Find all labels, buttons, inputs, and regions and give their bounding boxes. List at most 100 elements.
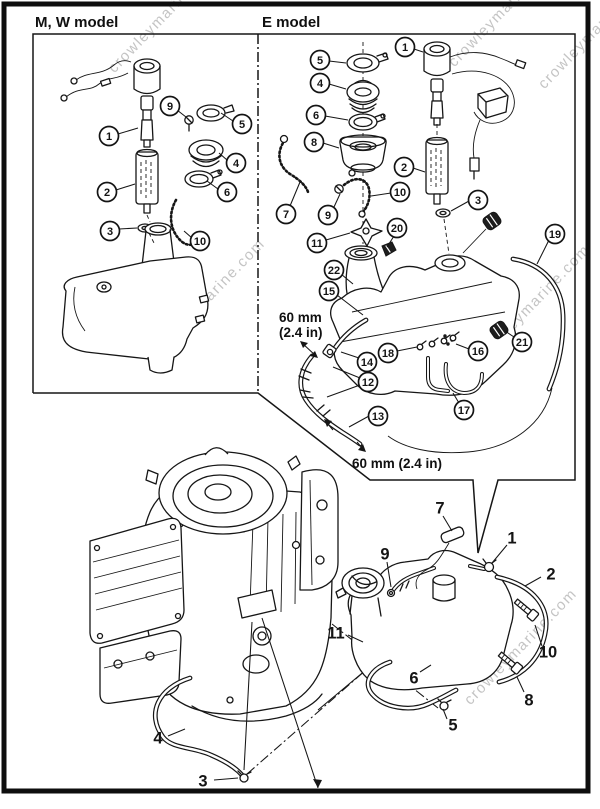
- svg-text:5: 5: [317, 55, 323, 67]
- svg-text:3: 3: [107, 226, 113, 238]
- label-installed-view-2: 2: [546, 566, 555, 584]
- section-outline: [32, 33, 576, 554]
- e-strap: [278, 138, 310, 194]
- callout-e-model-13: 13: [367, 405, 389, 427]
- svg-text:6: 6: [224, 187, 230, 199]
- label-installed-view-9: 9: [380, 546, 389, 564]
- section-boxes: [32, 33, 576, 554]
- callout-e-model-2: 2: [393, 156, 415, 178]
- callout-e-model-6: 6: [305, 104, 327, 126]
- mw-leader-lines: [115, 109, 234, 239]
- svg-text:8: 8: [311, 137, 317, 149]
- svg-text:2: 2: [401, 162, 407, 174]
- svg-text:9: 9: [325, 210, 331, 222]
- svg-text:20: 20: [391, 223, 403, 235]
- svg-text:12: 12: [362, 377, 374, 389]
- callout-e-model-8: 8: [303, 131, 325, 153]
- e-grommet-top: [482, 211, 502, 231]
- installed-leader-lines: [167, 515, 543, 781]
- label-installed-view-6: 6: [409, 670, 418, 688]
- svg-text:3: 3: [475, 195, 481, 207]
- e-cap-assembly: [423, 41, 527, 180]
- fuel-cap: [341, 567, 385, 599]
- callout-e-model-11: 11: [306, 232, 328, 254]
- callout-e-model-16: 16: [467, 340, 489, 362]
- callout-e-model-5: 5: [309, 49, 331, 71]
- e-fuel-filter: [425, 136, 451, 255]
- installed-fuel-tank: [335, 549, 514, 691]
- e-small-parts: [334, 177, 397, 257]
- svg-text:15: 15: [323, 286, 335, 298]
- svg-text:10: 10: [194, 236, 206, 248]
- svg-text:2: 2: [104, 187, 110, 199]
- callout-e-model-15: 15: [318, 280, 340, 302]
- callout-e-model-3: 3: [467, 189, 489, 211]
- svg-text:1: 1: [106, 131, 112, 143]
- label-installed-view-1: 1: [507, 530, 516, 548]
- svg-text:16: 16: [472, 346, 484, 358]
- mw-cap-small-parts: [184, 104, 235, 188]
- svg-text:11: 11: [311, 238, 323, 250]
- e-dimension-lower: 60 mm (2.4 in): [324, 419, 442, 471]
- callout-e-model-21: 21: [511, 331, 533, 353]
- label-installed-view-4: 4: [153, 730, 163, 748]
- bolt-10: [513, 598, 540, 622]
- section-title-mw: M, W model: [35, 14, 118, 31]
- callout-e-model-4: 4: [309, 72, 331, 94]
- dim-upper-line2: (2.4 in): [279, 325, 323, 340]
- bolt-8: [497, 651, 524, 675]
- svg-text:19: 19: [549, 229, 561, 241]
- clip-3: [239, 773, 249, 783]
- callout-e-model-17: 17: [453, 399, 475, 421]
- callout-mw-model-5: 5: [231, 113, 253, 135]
- svg-text:1: 1: [402, 42, 408, 54]
- e-hoses: [298, 256, 566, 454]
- dim-lower: 60 mm (2.4 in): [352, 456, 442, 471]
- callout-mw-model-9: 9: [159, 95, 181, 117]
- svg-text:4: 4: [317, 78, 324, 90]
- mw-fuel-tank: [61, 222, 210, 374]
- callout-e-model-19: 19: [544, 223, 566, 245]
- label-installed-view-3: 3: [198, 773, 207, 791]
- section-title-e: E model: [262, 14, 320, 31]
- e-grommet-bottom: [489, 320, 509, 340]
- dim-upper-line1: 60 mm: [279, 310, 322, 325]
- callout-e-model-22: 22: [323, 259, 345, 281]
- callout-e-model-1: 1: [394, 36, 416, 58]
- mw-cap-assembly: [133, 58, 161, 148]
- callout-e-model-20: 20: [386, 217, 408, 239]
- svg-text:22: 22: [328, 265, 340, 277]
- svg-text:14: 14: [361, 357, 374, 369]
- callout-e-model-7: 7: [275, 203, 297, 225]
- svg-text:10: 10: [394, 187, 406, 199]
- callout-mw-model-1: 1: [98, 125, 120, 147]
- carburetor: [237, 589, 277, 619]
- intake-silencer: [89, 517, 185, 644]
- label-installed-view-8: 8: [524, 692, 533, 710]
- callout-mw-model-3: 3: [99, 220, 121, 242]
- callout-layer: 1234569101234567891011121314151617181920…: [96, 36, 566, 791]
- svg-text:6: 6: [313, 110, 319, 122]
- callout-mw-model-2: 2: [96, 181, 118, 203]
- e-model-section: 60 mm (2.4 in) 60 mm (2.4 in): [278, 41, 566, 471]
- svg-text:13: 13: [372, 411, 384, 423]
- svg-text:17: 17: [458, 405, 470, 417]
- engine: [89, 447, 339, 722]
- watermark-text: crowleymarine.com: [105, 0, 225, 76]
- callout-e-model-14: 14: [356, 351, 378, 373]
- clip-5: [439, 701, 449, 711]
- svg-text:9: 9: [167, 101, 173, 113]
- e-leader-lines: [289, 48, 550, 428]
- svg-text:21: 21: [516, 337, 528, 349]
- callout-e-model-10: 10: [389, 181, 411, 203]
- installed-view: [89, 447, 549, 789]
- mw-model-section: [60, 58, 235, 374]
- vent-hose: [415, 526, 465, 590]
- svg-text:5: 5: [239, 119, 245, 131]
- fuel-hoses: [152, 574, 549, 783]
- callout-e-model-9: 9: [317, 204, 339, 226]
- e-cap-column: [278, 42, 389, 244]
- callout-e-model-12: 12: [357, 371, 379, 393]
